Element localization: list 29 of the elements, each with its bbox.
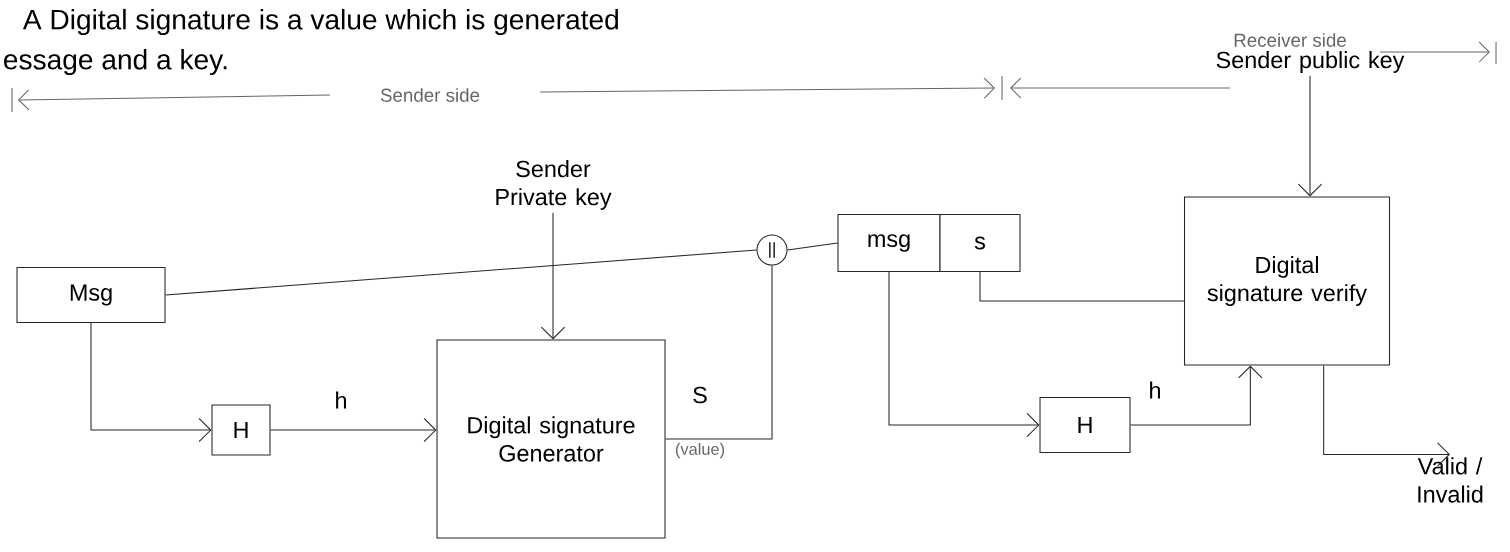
arrow — [270, 417, 437, 443]
arrow — [888, 271, 1040, 438]
arrow — [1297, 75, 1323, 197]
edge-label: h — [1147, 380, 1163, 400]
message-box: Msg — [16, 267, 166, 324]
process-box: Digital signature Generator — [436, 339, 666, 539]
hash-box: H — [211, 404, 271, 456]
edge-label: h — [333, 390, 349, 410]
output-label: Valid / Invalid — [1417, 457, 1483, 503]
arrow — [540, 212, 566, 340]
key-label: Sender public key — [1216, 51, 1405, 73]
side-label: Sender side — [377, 85, 483, 105]
signature-cell: s — [939, 213, 1021, 273]
edge-label: S — [691, 385, 709, 405]
connector-line — [665, 265, 773, 440]
message-cell: msg — [837, 213, 941, 273]
heading-text: A Digital signature is a value which is generated — [20, 6, 623, 38]
arrow — [1323, 365, 1450, 467]
connector-line — [979, 271, 1185, 302]
process-box: Digital signature verify — [1184, 196, 1391, 366]
heading-text: essage and a key. — [0, 46, 232, 78]
arrow — [90, 322, 212, 443]
key-label: Sender Private key — [496, 160, 612, 210]
connector-line — [165, 249, 757, 296]
arrow — [1130, 365, 1263, 426]
connector-line — [787, 242, 838, 251]
note-text: (value) — [672, 440, 728, 461]
side-label: Receiver side — [1230, 30, 1350, 50]
hash-box: H — [1039, 397, 1131, 454]
